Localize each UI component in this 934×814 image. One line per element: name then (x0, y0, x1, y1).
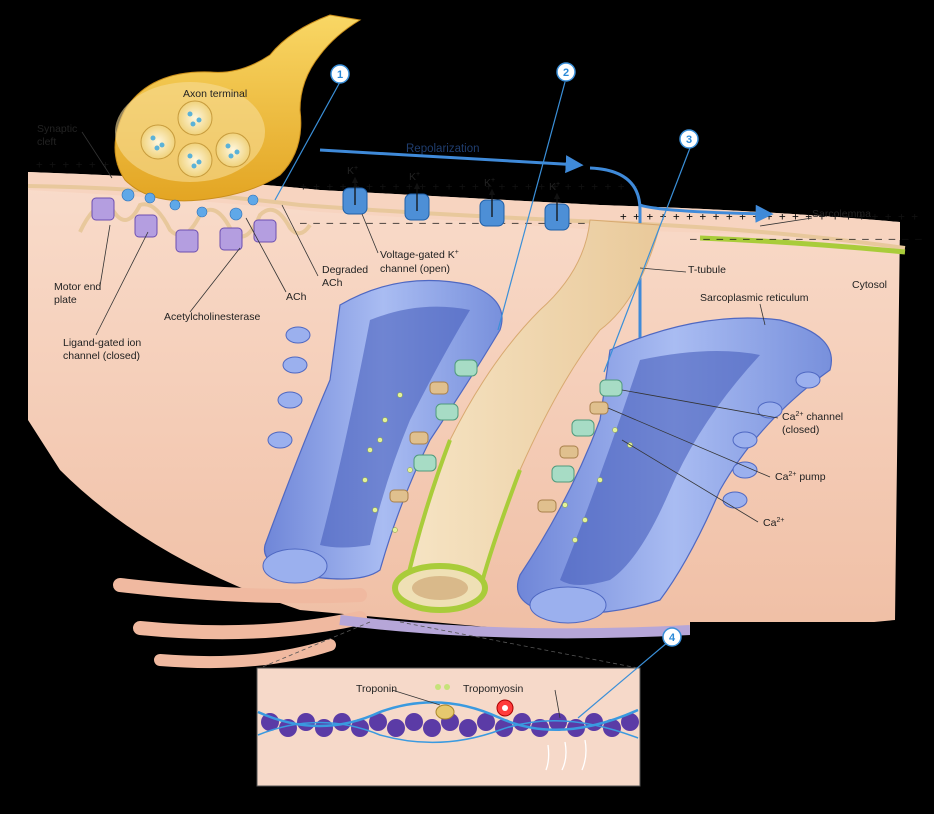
label-synaptic-cleft-1: Synaptic (37, 123, 77, 135)
label-synaptic-cleft-2: cleft (37, 136, 56, 148)
svg-text:K+: K+ (409, 171, 420, 183)
svg-text:1: 1 (337, 69, 343, 81)
step-markers: 1 2 3 4 (330, 62, 699, 647)
svg-text:2: 2 (563, 67, 569, 79)
step-1-marker: 1 (330, 64, 350, 84)
label-ca-channel-2: (closed) (782, 424, 819, 436)
label-degraded-ach-1: Degraded (322, 264, 368, 276)
label-motor-end-plate-1: Motor end (54, 281, 101, 293)
label-ca-pump: Ca2+ pump (775, 471, 826, 483)
leader-lines (81, 131, 813, 719)
label-ligand-gated-2: channel (closed) (63, 350, 140, 362)
label-sarcolemma: Sarcolemma (812, 208, 871, 220)
ligand-gated-channels (91, 197, 277, 253)
label-axon-terminal: Axon terminal (183, 88, 247, 100)
svg-text:3: 3 (686, 134, 692, 146)
label-cytosol: Cytosol (852, 279, 887, 291)
axon-terminal (114, 14, 362, 202)
label-motor-end-plate-2: plate (54, 294, 77, 306)
synaptic-vesicles (140, 100, 251, 178)
svg-text:+ + + + + + + + + + + + + + +: + + + + + + + + + + + + + + + + + + + + … (300, 180, 638, 193)
svg-text:K+: K+ (347, 165, 358, 177)
label-t-tubule: T-tubule (688, 264, 726, 276)
label-tropomyosin: Tropomyosin (463, 683, 523, 695)
ach-molecules (121, 188, 259, 221)
ca-ions (362, 392, 633, 543)
label-sarcoplasmic-reticulum: Sarcoplasmic reticulum (700, 292, 809, 304)
sarcolemma-green-segment (699, 235, 906, 255)
redacted-box-3 (703, 132, 871, 189)
troponin-complex (435, 704, 455, 720)
step-4-marker: 4 (662, 627, 682, 647)
label-degraded-ach-2: ACh (322, 277, 343, 289)
label-ligand-gated-1: Ligand-gated ion (63, 337, 141, 349)
step-2-marker: 2 (556, 62, 576, 82)
ca-pumps (389, 381, 609, 513)
svg-text:‒ ‒ ‒ ‒ ‒ ‒ ‒ ‒ ‒ ‒ ‒ ‒ ‒ ‒ ‒: ‒ ‒ ‒ ‒ ‒ ‒ ‒ ‒ ‒ ‒ ‒ ‒ ‒ ‒ ‒ ‒ ‒ ‒ ‒ ‒ … (300, 216, 598, 229)
label-ca-channel-1: Ca2+ channel (782, 411, 843, 423)
svg-text:4: 4 (669, 632, 676, 644)
redacted-box-2 (582, 63, 747, 119)
svg-text:K+: K+ (484, 177, 495, 189)
svg-text:‒ ‒ ‒ ‒ ‒ ‒ ‒ ‒ ‒ ‒ ‒ ‒ ‒ ‒ ‒: ‒ ‒ ‒ ‒ ‒ ‒ ‒ ‒ ‒ ‒ ‒ ‒ ‒ ‒ ‒ ‒ ‒ ‒ (690, 232, 922, 245)
t-tubule (392, 219, 661, 613)
tropomyosin-strand (257, 701, 639, 731)
label-voltage-gated-k-2: channel (open) (380, 263, 450, 275)
label-troponin: Troponin (356, 683, 397, 695)
label-ca-ion: Ca2+ (763, 517, 784, 529)
sarcoplasmic-reticulum-right (516, 317, 832, 624)
myofibrils (113, 578, 691, 669)
svg-text:+ + + + + + + + + + + + + + +: + + + + + + + + + + + + + + + + + + + + … (620, 210, 918, 223)
redacted-box-4 (690, 622, 885, 679)
sarcoplasmic-reticulum-left (262, 279, 503, 584)
label-ach: ACh (286, 291, 307, 303)
ca-channels (413, 359, 623, 483)
label-acetylcholinesterase: Acetylcholinesterase (164, 311, 260, 323)
label-voltage-gated-k-1: Voltage-gated K+ (380, 249, 459, 261)
thin-filament-inset (256, 621, 641, 787)
label-repolarization: Repolarization (406, 143, 480, 155)
redacted-box-1 (356, 63, 521, 119)
svg-text:K+: K+ (549, 181, 560, 193)
svg-text:+ + + + + + +: + + + + + + + (36, 158, 122, 171)
redacted-step-descriptions (356, 63, 885, 679)
step-3-marker: 3 (679, 129, 699, 149)
voltage-gated-k-channels (342, 176, 570, 231)
k-ion-labels: K+ K+ K+ K+ (347, 165, 560, 193)
step-leaders (274, 81, 691, 719)
labels: Axon terminal Synaptic cleft Repolarizat… (37, 88, 887, 695)
